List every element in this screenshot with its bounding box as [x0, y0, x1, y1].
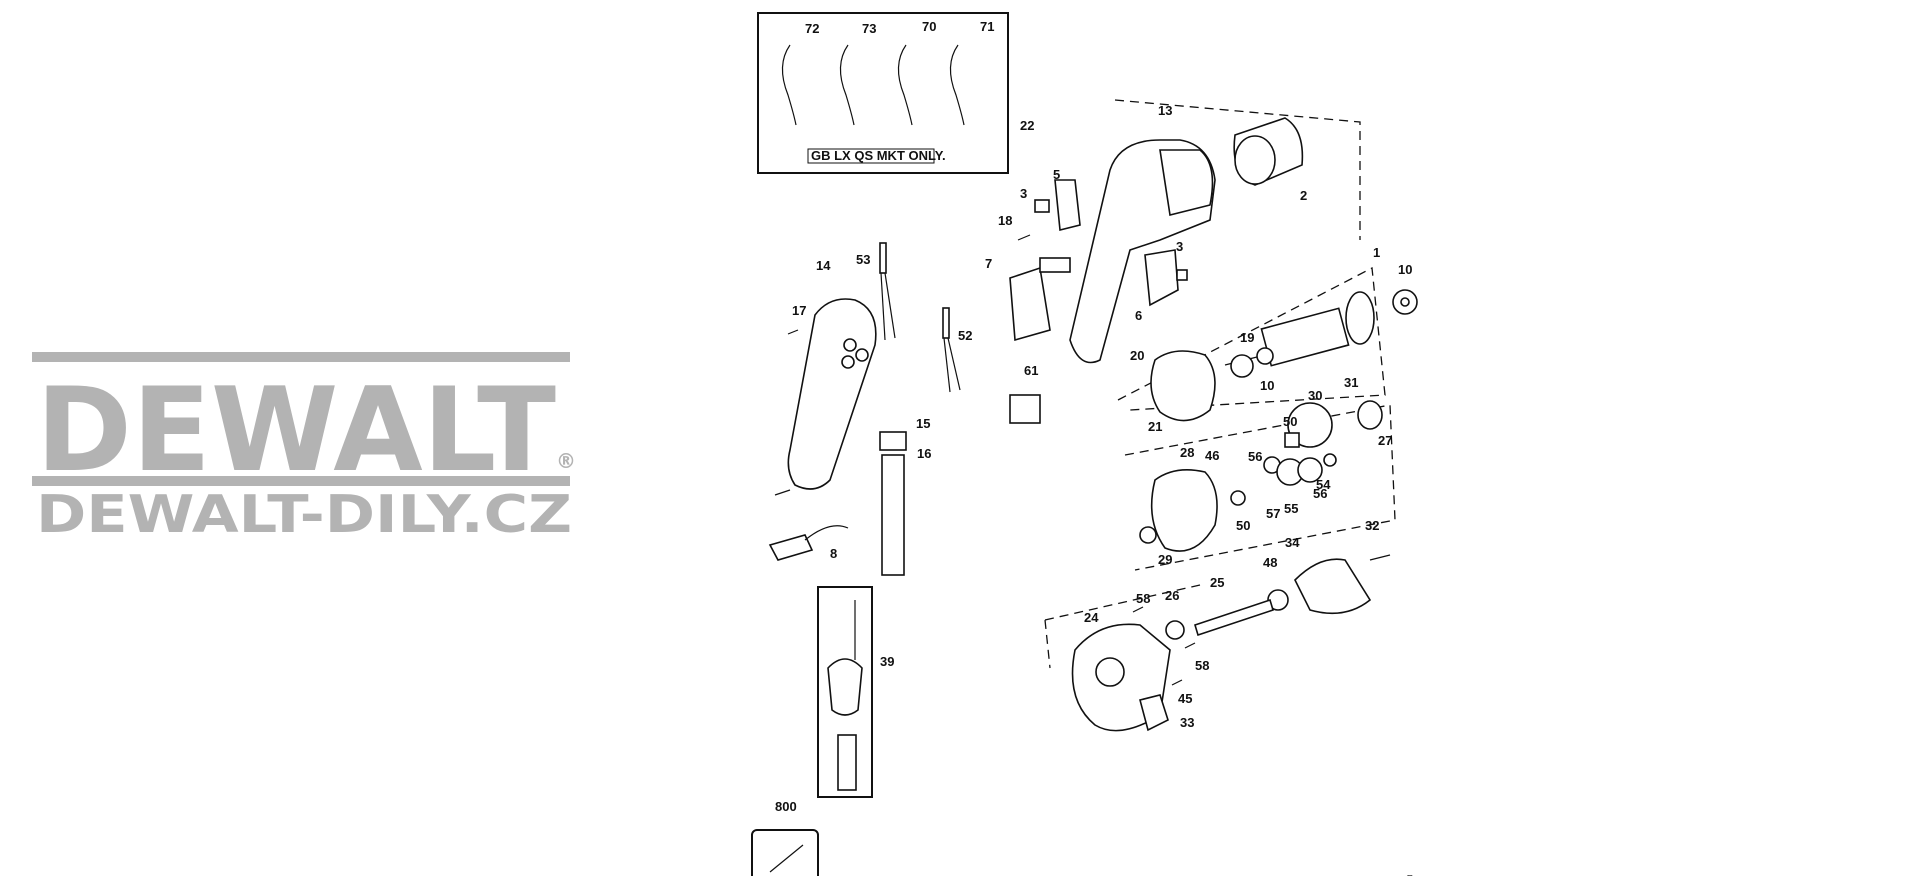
callout-55: 55	[1284, 501, 1298, 516]
callout-56: 56	[1248, 449, 1262, 464]
callout-53: 53	[856, 252, 870, 267]
brush-holders	[1034, 179, 1188, 307]
callout-61: 61	[1024, 363, 1038, 378]
callout-8: 8	[830, 546, 837, 561]
callout-20: 20	[1130, 348, 1144, 363]
callout-3: 3	[1020, 186, 1027, 201]
inset-box-lead-wires: GB LX QS MKT ONLY.	[757, 12, 1009, 174]
watermark-site-url: DEWALT-DILY.CZ	[36, 485, 572, 545]
callout-45: 45	[1178, 691, 1192, 706]
callout-25: 25	[1210, 575, 1224, 590]
callout-50: 50	[1236, 518, 1250, 533]
callout-70: 70	[922, 19, 936, 34]
dewalt-watermark: DEWALT ® DEWALT-DILY.CZ	[32, 352, 576, 545]
callout-52: 52	[958, 328, 972, 343]
watermark-brand: DEWALT	[36, 363, 556, 498]
wire-leads-53-52	[879, 242, 961, 393]
callout-6: 6	[1135, 308, 1142, 323]
callout-800: 800	[775, 799, 797, 814]
callout-58: 58	[1195, 658, 1209, 673]
callout-54: 54	[1316, 477, 1331, 492]
case-icon-box	[751, 829, 819, 876]
callout-31: 31	[1344, 375, 1358, 390]
callout-72: 72	[805, 21, 819, 36]
gear-case-parts	[1139, 400, 1383, 552]
bearing-right	[1392, 289, 1418, 315]
armature	[1224, 291, 1375, 367]
side-handle	[787, 298, 877, 490]
callout-48: 48	[1263, 555, 1277, 570]
field-stator	[1233, 117, 1304, 186]
depth-rod-box	[817, 586, 873, 798]
cord-plug	[768, 525, 849, 561]
callout-1: 1	[1373, 245, 1380, 260]
callout-7: 7	[985, 256, 992, 271]
callout-14: 14	[816, 258, 831, 273]
spindle	[1165, 598, 1274, 640]
switch	[1009, 257, 1071, 342]
screw-parts	[774, 234, 1031, 496]
callout-58: 58	[1136, 591, 1150, 606]
callout-16: 16	[917, 446, 931, 461]
callout-17: 17	[792, 303, 806, 318]
brush-plate	[1150, 350, 1216, 422]
callout-33: 33	[1180, 715, 1194, 730]
callout-10: 10	[1398, 262, 1412, 277]
callout-3: 3	[1176, 239, 1183, 254]
assembly-outlines	[1044, 99, 1396, 669]
callout-19: 19	[1240, 330, 1254, 345]
callout-46: 46	[1205, 448, 1219, 463]
inset-note: GB LX QS MKT ONLY.	[811, 148, 946, 163]
callout-29: 29	[1158, 552, 1172, 567]
watermark-registered-mark: ®	[556, 449, 576, 473]
callout-21: 21	[1148, 419, 1162, 434]
chuck	[1267, 554, 1391, 615]
callout-56: 56	[1313, 486, 1327, 501]
callout-5: 5	[1053, 167, 1060, 182]
callout-10: 10	[1260, 378, 1274, 393]
callout-2: 2	[1300, 188, 1307, 203]
small-bearings	[1230, 347, 1274, 378]
callout-32: 32	[1365, 518, 1379, 533]
callout-15: 15	[916, 416, 930, 431]
gear-case	[1071, 623, 1171, 732]
callout-71: 71	[980, 19, 994, 34]
callout-34: 34	[1285, 535, 1300, 550]
callout-24: 24	[1084, 610, 1099, 625]
motor-housing	[1069, 139, 1216, 364]
callout-26: 26	[1165, 588, 1179, 603]
callout-22: 22	[1020, 118, 1034, 133]
callout-28: 28	[1180, 445, 1194, 460]
callout-73: 73	[862, 21, 876, 36]
callout-18: 18	[998, 213, 1012, 228]
small-screws-lower	[1132, 606, 1196, 686]
copyright-mark: ©	[1405, 872, 1415, 876]
callout-39: 39	[880, 654, 894, 669]
callout-30: 30	[1308, 388, 1322, 403]
callout-57: 57	[1266, 506, 1280, 521]
callout-27: 27	[1378, 433, 1392, 448]
capacitor	[1009, 394, 1041, 424]
callout-50: 50	[1283, 414, 1297, 429]
callout-13: 13	[1158, 103, 1172, 118]
cord-protector	[879, 431, 907, 576]
